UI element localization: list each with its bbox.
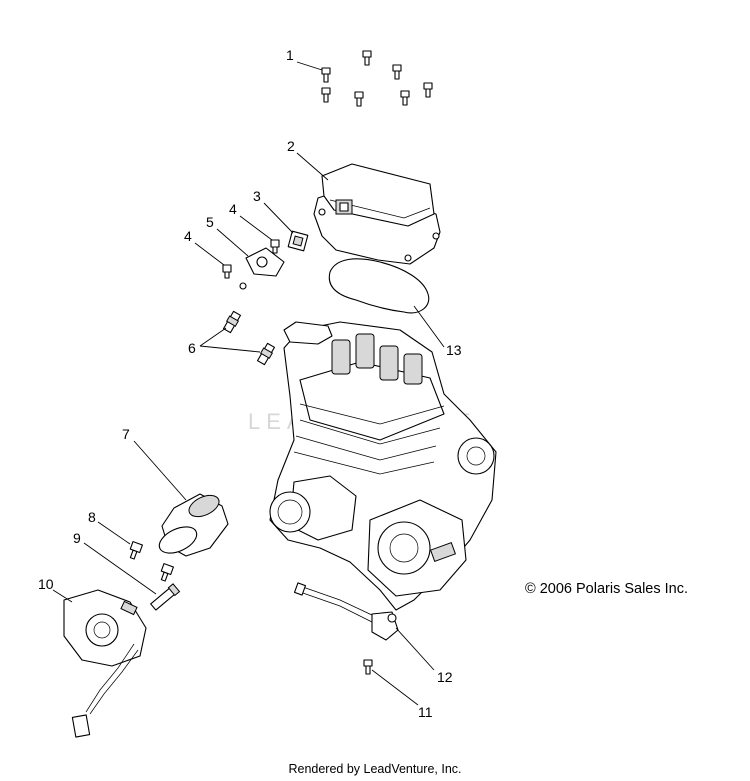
intake-bolt[interactable] — [128, 541, 143, 560]
sensor[interactable] — [239, 247, 285, 290]
callout-5: 5 — [206, 214, 214, 230]
callout-8: 8 — [88, 509, 96, 525]
rendered-by-footer: Rendered by LeadVenture, Inc. — [288, 762, 462, 776]
sensor-screw[interactable] — [363, 659, 373, 675]
intake-boot[interactable] — [155, 491, 229, 558]
callout-4a: 4 — [229, 201, 237, 217]
callout-7: 7 — [122, 426, 130, 442]
sensor-gasket[interactable] — [287, 230, 309, 252]
crank-sensor[interactable] — [293, 582, 399, 641]
sleeve[interactable] — [150, 583, 181, 611]
engine-block — [269, 321, 497, 611]
copyright-notice: © 2006 Polaris Sales Inc. — [525, 581, 689, 597]
callout-6: 6 — [188, 340, 196, 356]
leader-lines — [52, 61, 445, 706]
valve-cover[interactable] — [313, 163, 441, 265]
screw-group[interactable] — [222, 239, 280, 279]
throttle-body[interactable] — [63, 589, 147, 738]
callout-9: 9 — [73, 530, 81, 546]
callout-2: 2 — [287, 138, 295, 154]
callout-13: 13 — [446, 342, 462, 358]
callout-11: 11 — [418, 704, 433, 720]
callout-4b: 4 — [184, 228, 192, 244]
callout-12: 12 — [437, 669, 453, 685]
callout-10: 10 — [38, 576, 54, 592]
valve-cover-gasket[interactable] — [328, 258, 430, 314]
spark-plug-group[interactable] — [222, 310, 276, 366]
bolt-group[interactable] — [321, 50, 433, 107]
callout-3: 3 — [253, 188, 261, 204]
intake-bolt-lower[interactable] — [159, 563, 174, 582]
callout-1: 1 — [286, 47, 294, 63]
